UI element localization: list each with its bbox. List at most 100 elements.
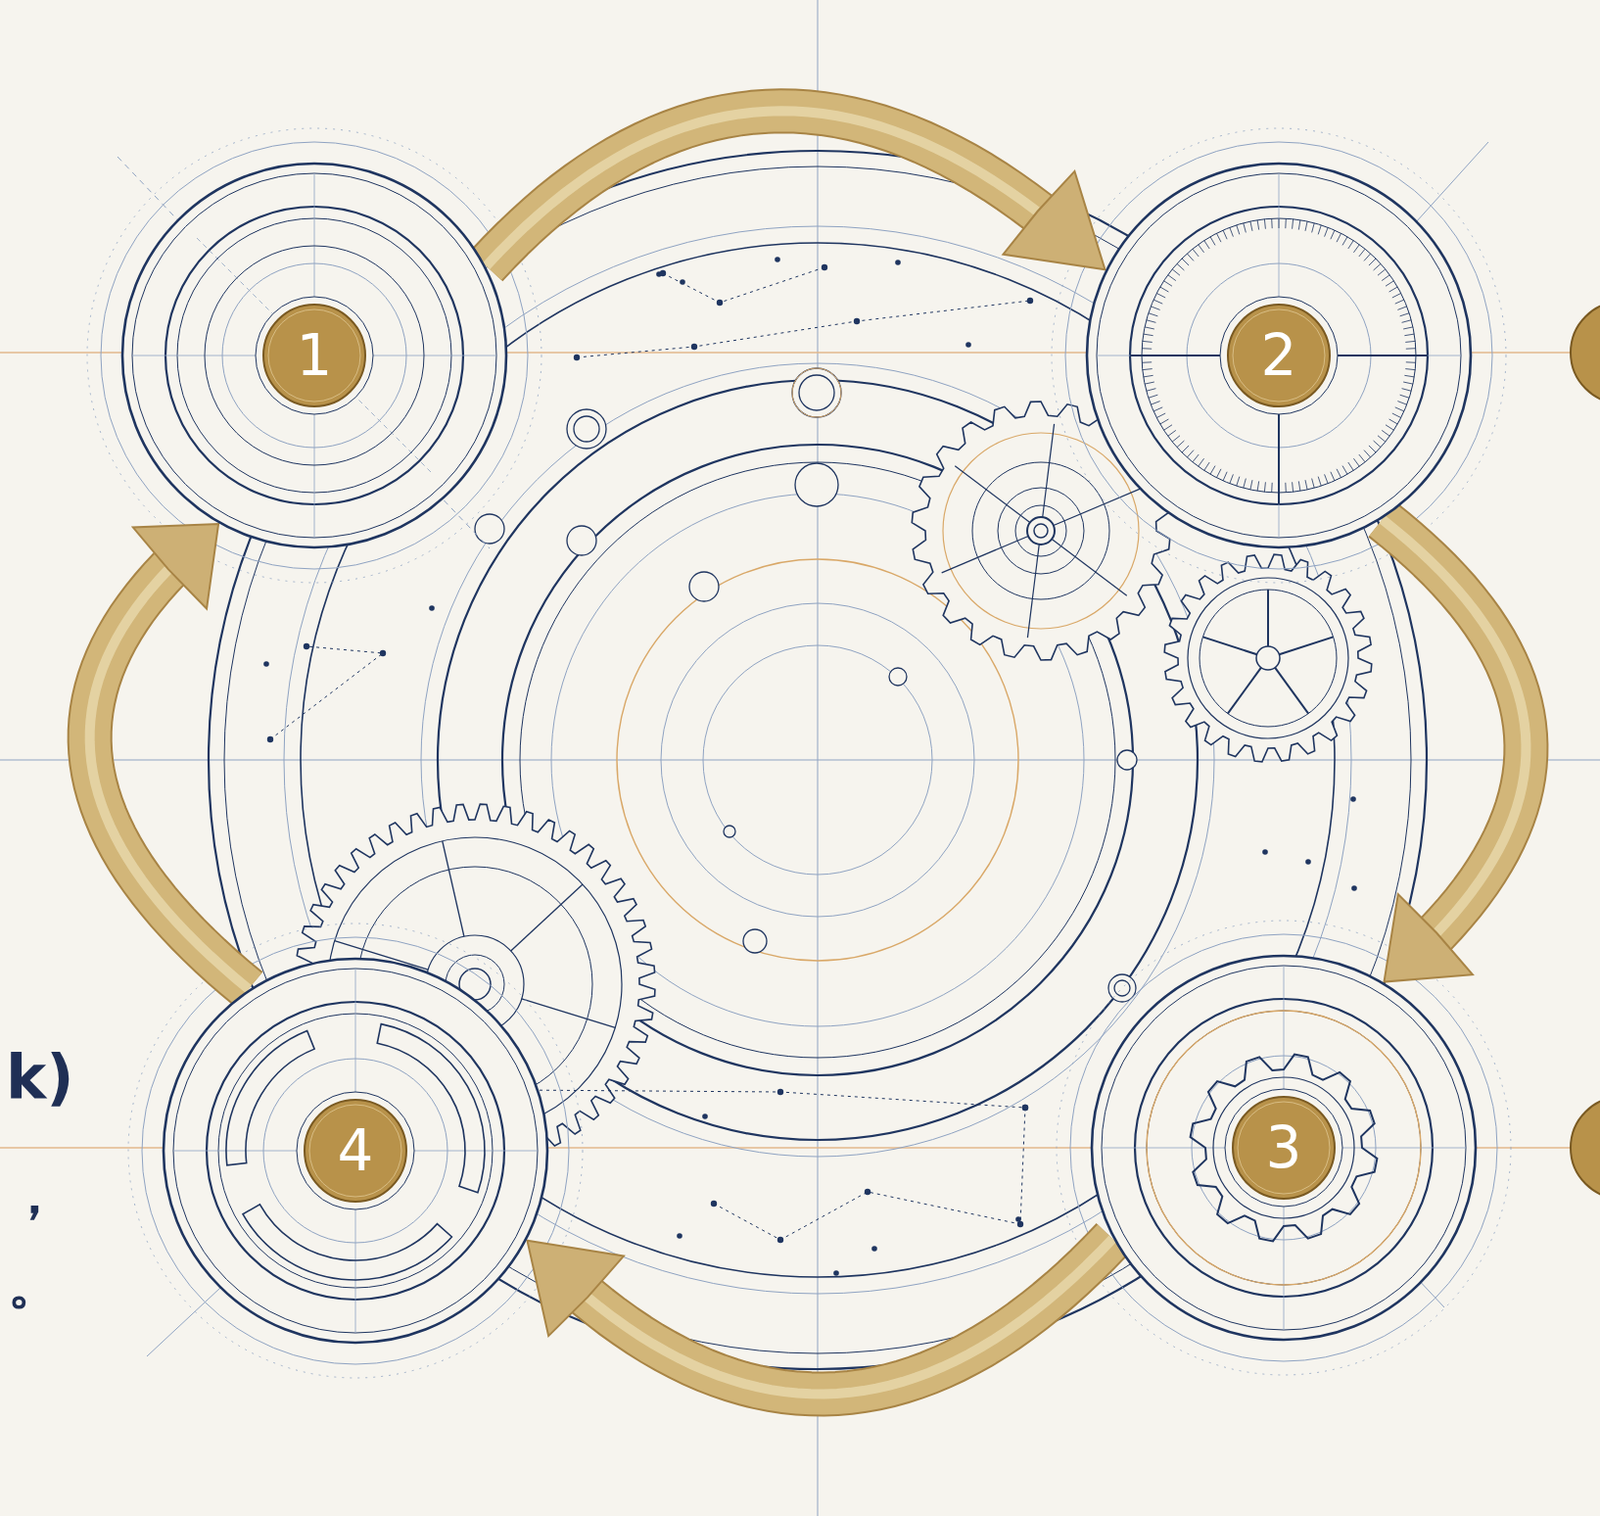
dial-tick bbox=[1210, 466, 1216, 475]
dial-tick bbox=[1141, 361, 1152, 364]
star bbox=[864, 1188, 871, 1195]
arrow-band bbox=[1382, 518, 1527, 935]
dial-tick bbox=[1164, 424, 1173, 430]
gear-spoke bbox=[1202, 636, 1257, 655]
dial-tick bbox=[1389, 419, 1399, 424]
wheel-center: 4 bbox=[159, 954, 552, 1347]
star bbox=[853, 318, 860, 325]
dial-tick bbox=[1160, 419, 1170, 424]
badge-ring bbox=[255, 296, 374, 415]
dial-tick bbox=[1210, 236, 1216, 246]
orbit-marker bbox=[573, 416, 600, 442]
step-wheel: 4 bbox=[159, 954, 552, 1347]
dial-tick bbox=[1192, 454, 1199, 463]
star bbox=[379, 650, 386, 657]
arrow-band bbox=[90, 567, 249, 989]
step-wheel: 2 bbox=[1082, 159, 1475, 552]
star-path bbox=[270, 646, 383, 740]
orbit-marker bbox=[566, 409, 607, 449]
dial-tick bbox=[1342, 466, 1348, 475]
star bbox=[1022, 1104, 1029, 1111]
gear-ring bbox=[1199, 589, 1337, 727]
dial-tick bbox=[1324, 227, 1329, 236]
node-halo bbox=[1065, 141, 1493, 569]
dial-tick bbox=[1389, 286, 1399, 292]
dial-tick bbox=[1381, 275, 1390, 282]
badge-ring bbox=[296, 1091, 415, 1210]
dial-tick bbox=[1403, 381, 1413, 384]
dial-tick bbox=[1243, 478, 1247, 489]
edge-badge bbox=[1570, 1096, 1600, 1199]
dial-tick bbox=[1141, 347, 1152, 350]
step-number: 1 bbox=[296, 327, 333, 384]
dial-tick bbox=[1298, 480, 1301, 491]
arrow-band-shine bbox=[90, 567, 249, 989]
dial-tick bbox=[1144, 381, 1155, 384]
gear-spoke bbox=[1053, 488, 1140, 525]
dial-tick bbox=[1250, 221, 1253, 232]
arrow-band-fill bbox=[90, 567, 249, 989]
dial-tick bbox=[1406, 361, 1416, 364]
dial-tick bbox=[1368, 258, 1376, 266]
star bbox=[821, 264, 828, 271]
node-halo bbox=[87, 128, 542, 583]
gear-ring bbox=[997, 487, 1084, 574]
dial-tick bbox=[1181, 258, 1189, 266]
cycle-arrow bbox=[90, 523, 249, 989]
gear-spoke bbox=[1051, 538, 1128, 596]
badge-highlight bbox=[1232, 309, 1325, 402]
arrow-band-shine bbox=[1382, 518, 1527, 935]
fragment-text: 。 bbox=[5, 1255, 63, 1314]
dial-tick bbox=[1330, 230, 1335, 239]
arrow-band-fill bbox=[586, 1238, 1114, 1394]
dial-tick bbox=[1143, 375, 1154, 377]
cycle-arrow bbox=[486, 110, 1106, 270]
star bbox=[1305, 858, 1312, 865]
dial-tick bbox=[1150, 401, 1160, 406]
arrow-band bbox=[486, 110, 1039, 266]
dial-tick bbox=[1223, 471, 1227, 481]
dial-tick bbox=[1278, 218, 1280, 229]
step-wheel: 1 bbox=[118, 159, 511, 552]
dial-tick bbox=[1377, 269, 1386, 276]
dial-tick bbox=[1317, 225, 1321, 236]
star-path bbox=[662, 267, 825, 303]
dial-tick bbox=[1404, 333, 1414, 336]
wheel-ring bbox=[1101, 965, 1466, 1330]
gear-spoke bbox=[1042, 423, 1055, 518]
star bbox=[1027, 297, 1034, 304]
wheel-ring bbox=[132, 173, 497, 538]
badge-highlight bbox=[1237, 1101, 1330, 1194]
dial-tick bbox=[1364, 253, 1371, 261]
star bbox=[894, 259, 901, 266]
step-number: 2 bbox=[1261, 327, 1298, 384]
fragment-text: k) bbox=[3, 1043, 77, 1111]
dial-tick bbox=[1348, 240, 1354, 249]
star bbox=[267, 736, 274, 743]
dial-tick bbox=[1150, 306, 1160, 311]
dial-tick bbox=[1359, 454, 1365, 463]
arrow-head bbox=[1383, 894, 1472, 983]
dial-tick bbox=[1292, 219, 1294, 230]
badge-ring bbox=[1224, 1088, 1343, 1207]
star bbox=[1262, 848, 1269, 855]
dial-tick bbox=[1216, 469, 1222, 478]
wheel-center: 2 bbox=[1082, 159, 1475, 552]
dial-tick bbox=[1330, 471, 1335, 481]
gear-ring bbox=[1015, 505, 1067, 557]
gear-spoke bbox=[1278, 636, 1333, 655]
dial-tick bbox=[1368, 445, 1376, 453]
orbit-marker bbox=[792, 368, 842, 418]
dial-tick bbox=[1324, 473, 1329, 483]
number-badge bbox=[1227, 304, 1330, 407]
center-axis bbox=[0, 759, 1600, 761]
star bbox=[777, 1236, 784, 1243]
dial-tick bbox=[1204, 462, 1210, 471]
star bbox=[573, 354, 580, 361]
step-number: 4 bbox=[337, 1122, 375, 1179]
dial-tick bbox=[1385, 424, 1394, 430]
dial-tick bbox=[1381, 429, 1390, 436]
